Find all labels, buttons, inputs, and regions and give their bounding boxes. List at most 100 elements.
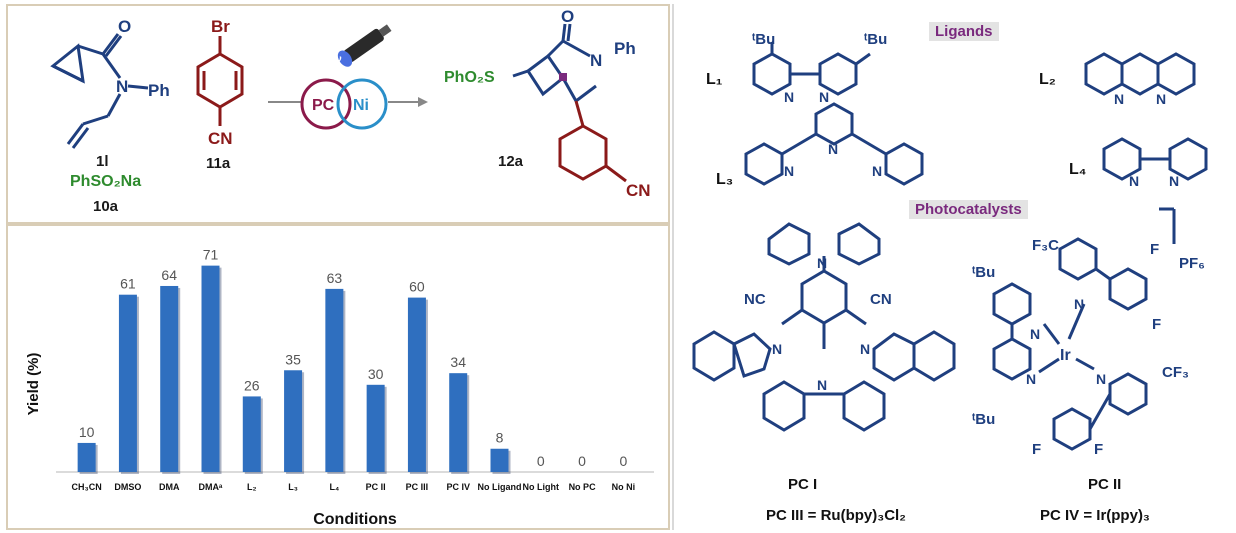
pc1-label: PC I [788,476,818,493]
l1-tbu-right: ᵗBu [864,31,887,48]
l1-tbu-left: ᵗBu [752,31,775,48]
bar [284,370,303,472]
pc2-n-2: N [1030,326,1040,342]
bar-data-label: 60 [409,279,425,295]
pc2-n-4: N [1096,371,1106,387]
x-tick-label: L₂ [247,482,256,492]
pc-cycle-icon [300,78,352,130]
bar-data-label: 8 [496,430,504,446]
bar [77,442,96,472]
reaction-scheme-panel: O N Ph 1l PhSO₂Na 10a Br CN 11a PC Ni [6,4,670,226]
product-12a-structure [512,23,597,103]
light-source-icon [337,24,392,67]
l1-n-right: N [819,89,829,105]
ni-cycle-icon [336,78,388,130]
x-tick-label: L₃ [288,482,298,492]
ligands-photocatalysts-panel: Ligands Photocatalysts L₁ ᵗBu ᵗBu N N L₂… [672,4,1236,530]
pc3-formula: PC III = Ru(bpy)₃Cl₂ [766,507,906,524]
product-label: 12a [498,153,524,170]
product-stereocenter [559,73,567,81]
l2-n-right: N [1156,91,1166,107]
photocatalysts-title: Photocatalysts [909,200,1028,219]
bar [407,297,426,472]
aryl-bromide-structure [196,36,244,126]
bar [118,294,137,472]
bar-data-label: 26 [244,377,260,393]
pc2-tbu-bottom: ᵗBu [972,411,995,428]
bar-data-label: 34 [450,354,466,370]
x-tick-label: No Ligand [478,482,522,492]
l3-n-3: N [872,163,882,179]
substrate-1l-structure [50,33,149,149]
pc1-n-left: N [772,341,782,357]
pc2-f-right: F [1152,316,1161,333]
bar-data-label: 64 [161,267,177,283]
product-sulfonyl: PhO₂S [444,69,495,86]
pc2-f-bottom-left: F [1032,441,1041,458]
ligands-title: Ligands [929,22,999,41]
product-atom-n: N [590,51,602,70]
arrow-head-icon [418,97,428,107]
x-tick-label: No Light [523,482,560,492]
pc2-pf6: PF₆ [1179,255,1205,272]
bar-data-label: 61 [120,276,136,292]
bar-data-label: 35 [285,351,301,367]
pc1-n-right: N [860,341,870,357]
ligand-l3-structure [744,102,924,186]
pc2-label: PC II [1088,476,1122,493]
bar [366,384,385,472]
pc2-n-3: N [1026,371,1036,387]
bar-data-label: 0 [619,453,627,469]
x-tick-label: DMSO [114,482,141,492]
bar-data-label: 63 [327,270,343,286]
atom-n: N [116,77,128,96]
ligand-l1-structure [752,42,871,96]
yield-bar-chart: Yield (%) Conditions 10CH₃CN61DMSO64DMA7… [25,247,654,528]
bar [201,265,220,472]
bar-data-label: 10 [79,424,95,440]
atom-br: Br [211,17,230,36]
pc1-n-top: N [817,255,827,271]
pc1-cn: CN [870,291,892,308]
pc1-n-bottom: N [817,377,827,393]
pc4-formula: PC IV = Ir(ppy)₃ [1040,507,1150,524]
ligand-l1-label: L₁ [706,71,723,88]
l1-n-left: N [784,89,794,105]
pc2-tbu-top: ᵗBu [972,264,995,281]
atom-o: O [118,17,131,36]
x-tick-label: No Ni [612,482,636,492]
x-tick-label: PC IV [446,482,470,492]
light-label: hν [330,54,342,65]
bar-data-label: 0 [578,453,586,469]
l3-n-1: N [784,163,794,179]
x-tick-label: PC III [406,482,429,492]
bar [490,448,509,472]
sulfinate-label: 10a [93,198,119,215]
x-axis-label: Conditions [313,511,397,528]
pc1-structure [692,222,956,432]
pc2-cf3: CF₃ [1162,364,1189,381]
bar-data-label: 71 [203,247,219,263]
l2-n-left: N [1114,91,1124,107]
x-tick-label: CH₃CN [72,482,102,492]
bar-data-label: 30 [368,366,384,382]
reaction-scheme: O N Ph 1l PhSO₂Na 10a Br CN 11a PC Ni [50,7,651,215]
sulfinate-formula: PhSO₂Na [70,173,141,190]
ligand-l2-label: L₂ [1039,71,1056,88]
ligand-l4-label: L₄ [1069,161,1086,178]
product-atom-o: O [561,7,574,26]
pc2-n-1: N [1074,296,1084,312]
ligand-l4-structure [1102,137,1208,181]
ligand-l2-structure [1084,52,1196,96]
catalyst-pc: PC [312,97,335,114]
ligand-l3-label: L₃ [716,171,733,188]
x-tick-label: No PC [569,482,597,492]
x-tick-label: DMA [159,482,180,492]
atom-ph: Ph [148,81,170,100]
atom-cn: CN [208,129,233,148]
l4-n-right: N [1169,173,1179,189]
pc2-f-bottom-right: F [1094,441,1103,458]
x-tick-label: DMAᵃ [199,482,223,492]
x-tick-label: PC II [366,482,386,492]
